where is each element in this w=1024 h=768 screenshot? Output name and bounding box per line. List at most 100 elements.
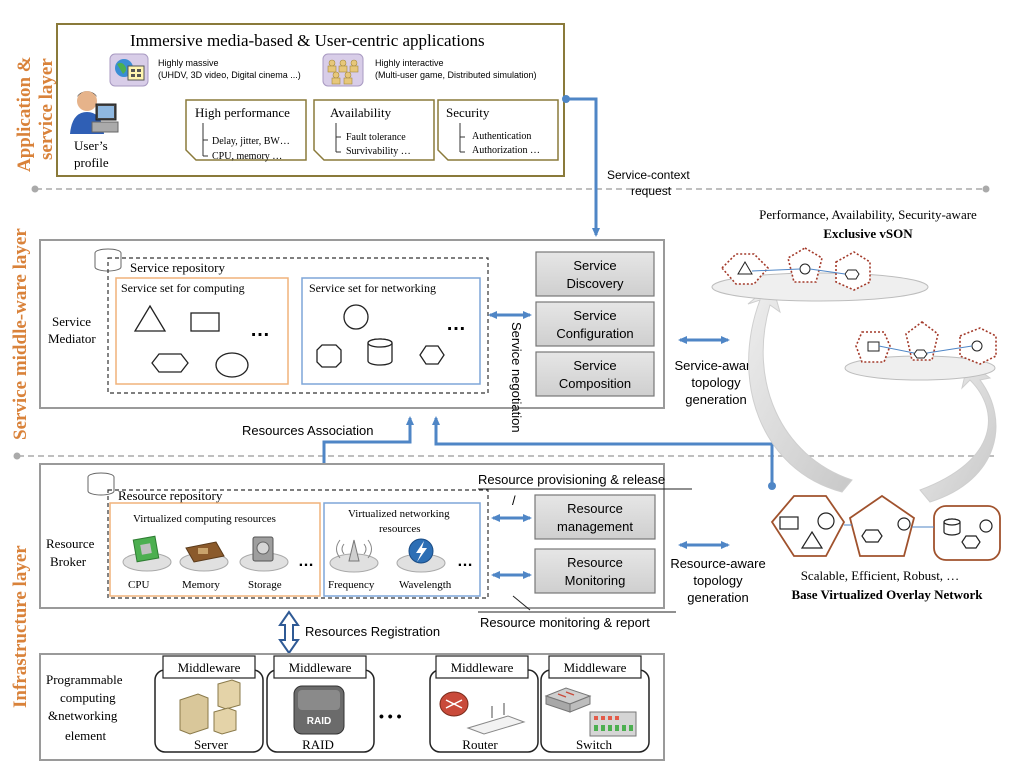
database-icon [87, 472, 115, 496]
switch-element[interactable]: Middleware Switch [540, 655, 650, 753]
layer-labels: Application & service layer Service midd… [10, 56, 57, 708]
button-label: Composition [559, 376, 631, 391]
antenna-icon [329, 539, 379, 573]
triangle-shape [133, 304, 167, 332]
cpu-label: CPU [128, 579, 149, 591]
button-label: Service [573, 308, 616, 323]
resource-repository-label: Resource repository [118, 488, 223, 503]
button-label: Configuration [556, 326, 633, 341]
button-label: Service [573, 258, 616, 273]
requirement-availability: Availability Fault tolerance Survivabili… [313, 99, 435, 161]
resource-monitoring-button[interactable]: Resource Monitoring [534, 548, 656, 594]
router-element[interactable]: Middleware Router [429, 655, 539, 753]
resource-monitoring-report-label: Resource monitoring & report [480, 615, 650, 630]
requirement-high-performance: High performance Delay, jitter, BW… CPU,… [185, 99, 307, 162]
multi-user-icon [322, 53, 364, 87]
resource-provisioning-label: Resource provisioning & release [478, 472, 665, 487]
vson-feedback-arrow [432, 416, 774, 486]
service-aware-topology-label: generation [685, 392, 746, 407]
infrastructure-layer-label: Infrastructure layer [10, 545, 31, 708]
wavelength-label: Wavelength [399, 579, 452, 591]
programmable-label: &networking [48, 708, 118, 723]
programmable-label: computing [60, 690, 116, 705]
networking-ellipsis: … [446, 313, 466, 335]
raid-icon [293, 685, 345, 735]
resource-aware-topology-label: Resource-aware [670, 556, 765, 571]
service-mediator-label-1: Service [52, 314, 91, 329]
requirement-title: Availability [330, 105, 392, 120]
storage-icon [239, 536, 289, 572]
switch-label: Switch [576, 737, 613, 752]
networking-service-shapes [316, 304, 445, 368]
elements-dots: • • • [379, 708, 402, 724]
service-set-computing-label: Service set for computing [121, 281, 245, 295]
lightning-icon [396, 538, 446, 573]
service-aware-topology-label: Service-aware [674, 358, 757, 373]
app-title: Immersive media-based & User-centric app… [130, 31, 485, 50]
service-context-request-label-2: request [631, 184, 672, 198]
programmable-label: Programmable [46, 672, 123, 687]
provisioning-slash: / [512, 493, 516, 508]
octagon-shape [316, 344, 342, 368]
frequency-label: Frequency [328, 579, 375, 591]
massive-title: Highly massive [158, 58, 219, 68]
service-repository-label: Service repository [130, 260, 225, 275]
bvon-subtitle: Scalable, Efficient, Robust, … [801, 568, 960, 583]
requirement-security: Security Authentication Authorization … [437, 99, 559, 161]
bvon-title: Base Virtualized Overlay Network [792, 587, 984, 602]
service-configuration-button[interactable]: Service Configuration [535, 301, 655, 347]
hexagon-shape [151, 353, 189, 373]
storage-label: Storage [248, 579, 282, 591]
middleware-label: Middleware [178, 660, 241, 675]
resources-registration-arrow [278, 610, 300, 655]
virtualized-networking-label-2: resources [379, 523, 421, 535]
service-negotiation-label: Service negotiation [509, 322, 524, 433]
globe-screen-icon [109, 53, 149, 87]
vson-topology-2 [844, 321, 997, 381]
service-aware-topology-label: topology [691, 375, 741, 390]
small-hexagon-shape [419, 345, 445, 365]
router-label: Router [462, 737, 498, 752]
service-set-networking-label: Service set for networking [309, 281, 436, 295]
memory-label: Memory [182, 579, 220, 591]
computing-ellipsis: … [250, 319, 270, 341]
button-label: Discovery [566, 276, 624, 291]
virtualized-networking-box [323, 502, 481, 597]
button-label: Resource [567, 501, 623, 516]
layer-dividers [13, 185, 996, 460]
cpu-icon [122, 535, 172, 572]
resources-registration-label: Resources Registration [305, 624, 440, 639]
resource-broker-label-2: Broker [50, 554, 87, 569]
service-composition-button[interactable]: Service Composition [535, 351, 655, 397]
circle-shape [343, 304, 369, 330]
computing-service-shapes [133, 304, 249, 378]
service-context-request-label-1: Service-context [607, 168, 690, 182]
virtualized-networking-label-1: Virtualized networking [348, 508, 450, 520]
resource-management-button[interactable]: Resource management [534, 494, 656, 540]
button-label: Monitoring [565, 573, 626, 588]
networking-resources-ellipsis: … [457, 553, 473, 570]
service-discovery-button[interactable]: Service Discovery [535, 251, 655, 297]
computing-resources-ellipsis: … [298, 553, 314, 570]
programmable-label: element [65, 728, 107, 743]
user-profile-label-1: User’s [74, 138, 108, 153]
application-layer-label-1: Application & [14, 56, 35, 172]
resource-aware-topology-label: generation [687, 590, 748, 605]
ellipse-shape [215, 352, 249, 378]
resource-broker-label-1: Resource [46, 536, 95, 551]
vson-title: Exclusive vSON [823, 226, 913, 241]
vson-topology-1 [711, 247, 929, 302]
switch-icon [544, 687, 637, 737]
middleware-layer-label: Service middle-ware layer [10, 228, 31, 440]
user-profile-icon [70, 91, 119, 134]
requirement-title: High performance [195, 105, 290, 120]
raid-element[interactable]: Middleware RAID RAID [266, 655, 375, 753]
server-element[interactable]: Middleware Server [154, 655, 264, 753]
button-label: management [557, 519, 633, 534]
requirement-item: Authentication [472, 131, 531, 142]
middleware-label: Middleware [451, 660, 514, 675]
requirement-item: Delay, jitter, BW… [212, 136, 290, 147]
application-layer-label-2: service layer [36, 58, 57, 160]
memory-icon [179, 541, 229, 572]
